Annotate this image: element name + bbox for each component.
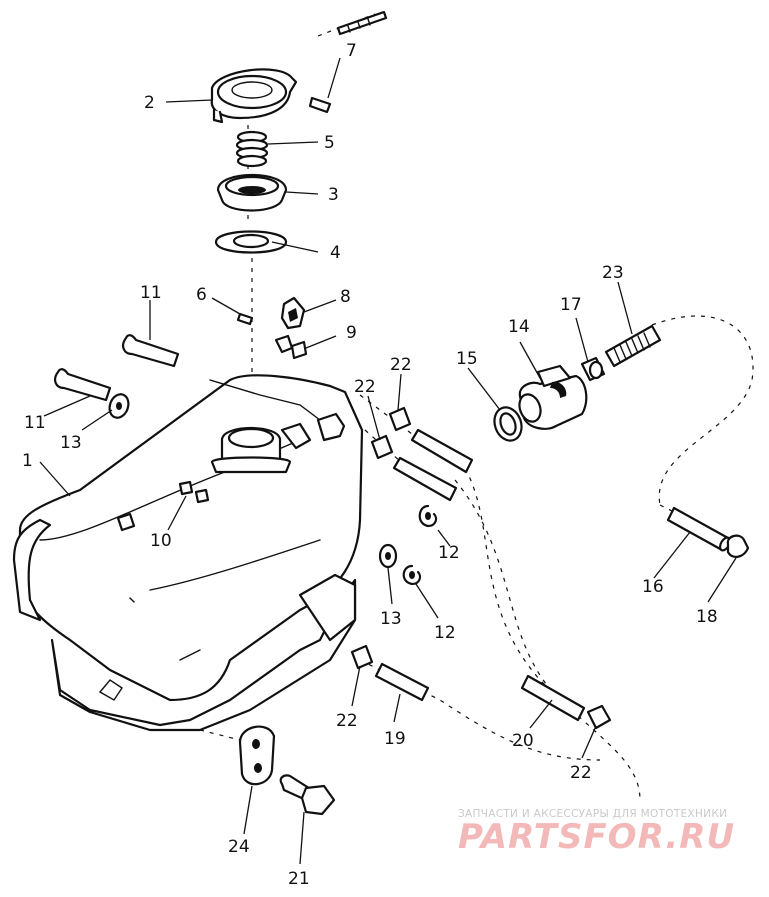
callout-18: 18 xyxy=(696,607,718,627)
part-5-spring xyxy=(235,130,269,168)
hose-clamp-22-low-right xyxy=(586,704,612,730)
callout-12-upper: 12 xyxy=(438,543,460,563)
part-3-cap-body xyxy=(216,174,288,212)
callout-22-a: 22 xyxy=(390,355,412,375)
callout-15: 15 xyxy=(456,349,478,369)
part-11-bolt-lower xyxy=(54,368,112,402)
watermark-brand: PARTSFOR.RU xyxy=(458,817,735,857)
callout-13-upper: 13 xyxy=(60,433,82,453)
callout-1: 1 xyxy=(22,451,33,471)
callout-13-lower: 13 xyxy=(380,609,402,629)
watermark: ЗАПЧАСТИ И АКСЕССУАРЫ ДЛЯ МОТОТЕХНИКИ PA… xyxy=(458,808,735,857)
part-18-clip xyxy=(726,534,750,558)
watermark-tagline: ЗАПЧАСТИ И АКСЕССУАРЫ ДЛЯ МОТОТЕХНИКИ xyxy=(458,808,727,820)
callout-4: 4 xyxy=(330,243,341,263)
callout-8: 8 xyxy=(340,287,351,307)
callout-labels: 1 2 3 4 5 6 7 8 9 10 11 11 12 12 13 13 1… xyxy=(22,41,718,889)
callout-5: 5 xyxy=(324,133,335,153)
part-9-clip xyxy=(274,334,308,360)
callout-14: 14 xyxy=(508,317,530,337)
callout-22-c: 22 xyxy=(336,711,358,731)
part-23-filter xyxy=(604,324,662,368)
callout-21: 21 xyxy=(288,869,310,889)
callout-17: 17 xyxy=(560,295,582,315)
part-19-hose xyxy=(374,662,430,702)
callout-11-lower: 11 xyxy=(24,413,46,433)
callout-20: 20 xyxy=(512,731,534,751)
callout-11-upper: 11 xyxy=(140,283,162,303)
callout-7: 7 xyxy=(346,41,357,61)
callout-6: 6 xyxy=(196,285,207,305)
part-11-bolt-upper xyxy=(122,334,180,368)
callout-3: 3 xyxy=(328,185,339,205)
callout-2: 2 xyxy=(144,93,155,113)
part-12-ring-upper xyxy=(418,504,438,528)
part-13-washer-upper xyxy=(108,393,130,419)
callout-12-lower: 12 xyxy=(434,623,456,643)
part-15-o-ring xyxy=(493,406,523,442)
hose-lower xyxy=(392,456,458,502)
part-8-clip xyxy=(280,296,306,330)
hose-clamp-22-low-left xyxy=(350,644,374,670)
callout-23: 23 xyxy=(602,263,624,283)
callout-24: 24 xyxy=(228,837,250,857)
callout-10: 10 xyxy=(150,531,172,551)
hose-clamp-22-mid xyxy=(370,434,394,460)
callout-22-d: 22 xyxy=(570,763,592,783)
hose-upper xyxy=(410,428,474,474)
part-21-bolt xyxy=(279,774,336,816)
part-4-gasket xyxy=(214,230,288,254)
part-6-small-pin xyxy=(236,312,254,326)
callout-19: 19 xyxy=(384,729,406,749)
part-7-pin xyxy=(308,96,332,114)
callout-9: 9 xyxy=(346,323,357,343)
part-16-hose xyxy=(666,506,732,552)
part-20-hose xyxy=(520,674,586,722)
part-14-fuel-valve xyxy=(518,364,588,430)
part-13-washer-lower xyxy=(378,543,398,569)
top-screw xyxy=(336,10,388,36)
part-12-ring-lower xyxy=(402,564,422,586)
callout-22-b: 22 xyxy=(354,377,376,397)
part-2-fuel-cap xyxy=(210,68,298,124)
hose-clamp-22-upper xyxy=(388,406,412,432)
part-17-clamp xyxy=(580,356,606,382)
part-1-fuel-tank xyxy=(12,374,364,732)
callout-16: 16 xyxy=(642,577,664,597)
leader-lines xyxy=(39,57,737,865)
part-24-bracket xyxy=(238,725,276,786)
